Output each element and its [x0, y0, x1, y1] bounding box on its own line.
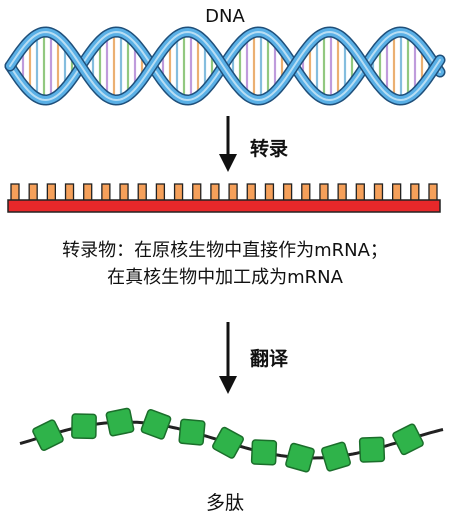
amino-acid	[71, 413, 97, 440]
dna-strand-highlight	[9, 30, 441, 102]
amino-acid	[178, 418, 206, 446]
down-arrow-icon	[219, 322, 237, 394]
amino-acid	[250, 439, 278, 466]
amino-acid	[285, 442, 315, 473]
dna-label: DNA	[205, 6, 245, 27]
amino-acid	[32, 419, 64, 451]
rna-transcript	[7, 183, 441, 213]
rna-backbone	[7, 199, 441, 213]
amino-acid	[212, 426, 244, 459]
translation-label: 翻译	[250, 348, 289, 370]
transcript-description-line1: 转录物：在原核生物中直接作为mRNA；	[62, 240, 388, 261]
flow-diagram	[4, 26, 446, 473]
down-arrow-icon	[219, 116, 237, 172]
transcription-label: 转录	[250, 138, 289, 160]
amino-acid	[140, 408, 172, 440]
polypeptide-chain	[19, 407, 444, 473]
amino-acid	[358, 436, 386, 463]
polypeptide-label: 多肽	[205, 492, 244, 514]
transcript-description-line2: 在真核生物中加工成为mRNA	[107, 267, 343, 288]
dna-double-helix	[4, 26, 446, 106]
amino-acid	[105, 407, 135, 437]
amino-acid	[392, 423, 424, 456]
amino-acid	[321, 441, 351, 472]
